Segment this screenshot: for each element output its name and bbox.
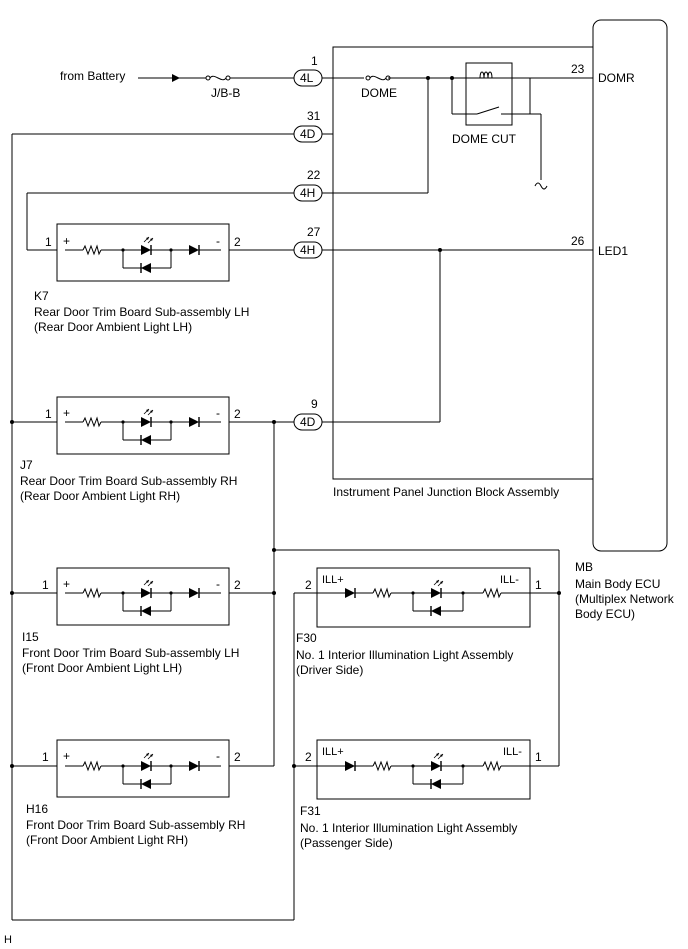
j7-name: Rear Door Trim Board Sub-assembly RH (20, 474, 237, 488)
k7-code: K7 (34, 289, 49, 303)
ecu-pin-domr: 23 (571, 62, 585, 76)
connector-pills (294, 70, 322, 430)
f30-sub: (Driver Side) (296, 663, 363, 677)
ecu-sub1: (Multiplex Network (575, 592, 675, 606)
conn-4-num: 27 (307, 225, 321, 239)
f31-ill-plus: ILL+ (322, 746, 344, 758)
j7-sub: (Rear Door Ambient Light RH) (20, 489, 180, 503)
f31-pin-left: 2 (305, 750, 312, 764)
i15-pin-right: 2 (234, 578, 241, 592)
f30-pin-left: 2 (305, 578, 312, 592)
f30-pin-right: 1 (535, 578, 542, 592)
interior-light-circuit (317, 579, 530, 617)
k7-plus: + (63, 234, 70, 248)
fuse-dome-label: DOME (361, 86, 397, 100)
h16-name: Front Door Trim Board Sub-assembly RH (26, 818, 245, 832)
h16-plus: + (63, 749, 70, 763)
conn-3-code: 4H (300, 186, 315, 200)
f30-box (317, 568, 530, 627)
junction-block-label: Instrument Panel Junction Block Assembly (333, 485, 559, 499)
f31-ill-minus: ILL- (503, 746, 522, 758)
j7-pin-left: 1 (45, 407, 52, 421)
k7-pin-left: 1 (45, 235, 52, 249)
fuse-jbb-label: J/B-B (211, 86, 240, 100)
h16-pin-left: 1 (42, 750, 49, 764)
conn-1-num: 1 (311, 54, 318, 68)
ecu-label-domr: DOMR (598, 71, 635, 85)
fuse-dome-icon (365, 75, 391, 81)
f31-pin-right: 1 (535, 750, 542, 764)
relay-label: DOME CUT (452, 132, 517, 146)
conn-2-num: 31 (307, 109, 321, 123)
ecu-pin-led1: 26 (571, 234, 585, 248)
h16-pin-right: 2 (234, 750, 241, 764)
h16-minus: - (216, 749, 220, 763)
f31-name: No. 1 Interior Illumination Light Assemb… (300, 821, 517, 835)
h16-sub: (Front Door Ambient Light RH) (26, 833, 188, 847)
f30-ill-minus: ILL- (500, 574, 519, 586)
f31-box (317, 740, 530, 799)
j7-code: J7 (20, 458, 33, 472)
i15-sub: (Front Door Ambient Light LH) (22, 661, 182, 675)
door-light-circuit (65, 236, 221, 274)
f31-sub: (Passenger Side) (300, 836, 393, 850)
i15-code: I15 (22, 630, 39, 644)
k7-minus: - (216, 234, 220, 248)
k7-sub: (Rear Door Ambient Light LH) (34, 320, 192, 334)
f30-code: F30 (296, 631, 317, 645)
ecu-box (593, 20, 667, 551)
j7-plus: + (63, 406, 70, 420)
ecu-label-led1: LED1 (598, 244, 628, 258)
i15-name: Front Door Trim Board Sub-assembly LH (22, 646, 239, 660)
i15-pin-left: 1 (42, 578, 49, 592)
k7-box (57, 224, 229, 281)
ecu-sub2: Body ECU) (575, 607, 635, 621)
j7-pin-right: 2 (234, 407, 241, 421)
conn-3-num: 22 (307, 168, 321, 182)
k7-name: Rear Door Trim Board Sub-assembly LH (34, 305, 249, 319)
j7-box (57, 397, 229, 454)
fuse-jbb-icon (205, 75, 231, 81)
conn-4-code: 4H (300, 243, 315, 257)
h16-box (57, 740, 229, 797)
h16-code: H16 (26, 802, 48, 816)
f30-ill-plus: ILL+ (322, 574, 344, 586)
corner-mark: H (4, 934, 12, 946)
conn-2-code: 4D (300, 127, 316, 141)
j7-minus: - (216, 406, 220, 420)
ecu-code: MB (575, 560, 593, 574)
junction-block-box (333, 47, 593, 479)
from-battery-label: from Battery (60, 69, 125, 83)
i15-plus: + (63, 577, 70, 591)
k7-pin-right: 2 (234, 235, 241, 249)
f31-code: F31 (300, 804, 321, 818)
i15-box (57, 568, 229, 625)
i15-minus: - (216, 577, 220, 591)
conn-5-num: 9 (311, 397, 318, 411)
conn-5-code: 4D (300, 415, 316, 429)
conn-1-code: 4L (300, 71, 314, 85)
f30-name: No. 1 Interior Illumination Light Assemb… (296, 648, 513, 662)
ecu-name: Main Body ECU (575, 577, 660, 591)
